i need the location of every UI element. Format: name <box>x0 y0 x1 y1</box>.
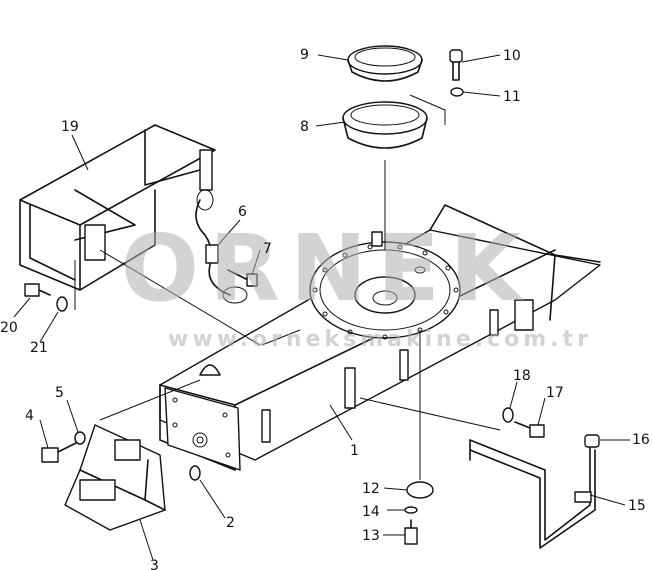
washer-14 <box>404 506 418 514</box>
cap-16 <box>584 434 600 448</box>
washer-21 <box>56 296 68 312</box>
bolt-20 <box>24 283 51 297</box>
ring-8 <box>342 101 428 149</box>
ring-9 <box>347 45 423 82</box>
watermark-brand: ORNEK <box>121 215 531 322</box>
cover-3 <box>64 424 166 531</box>
callout-16: 16 <box>632 432 650 448</box>
washer-5 <box>74 431 86 445</box>
callout-9: 9 <box>300 47 309 63</box>
callout-7: 7 <box>263 241 272 257</box>
callout-15: 15 <box>628 498 646 514</box>
callout-11: 11 <box>503 89 521 105</box>
handle-15 <box>469 439 596 549</box>
callout-14: 14 <box>362 504 380 520</box>
callout-2: 2 <box>226 515 235 531</box>
bolt-17 <box>514 421 545 438</box>
callout-6: 6 <box>238 204 247 220</box>
cable-6 <box>195 189 248 304</box>
callout-8: 8 <box>300 119 309 135</box>
callout-21: 21 <box>30 340 48 356</box>
callout-10: 10 <box>503 48 521 64</box>
leader-lines <box>13 54 630 561</box>
plug-2 <box>189 465 201 481</box>
washer-11 <box>450 87 464 97</box>
bolt-10 <box>449 49 463 81</box>
callout-3: 3 <box>150 558 159 570</box>
callout-20: 20 <box>0 320 18 336</box>
callout-1: 1 <box>350 443 359 459</box>
callout-19: 19 <box>61 119 79 135</box>
plate-12 <box>406 481 434 499</box>
callout-4: 4 <box>25 408 34 424</box>
bolt-4 <box>41 441 79 463</box>
callout-12: 12 <box>362 481 380 497</box>
main-frame <box>159 204 601 471</box>
watermark-url: www.orneksmakine.com.tr <box>168 327 592 352</box>
callout-17: 17 <box>546 385 564 401</box>
washer-18 <box>502 407 514 423</box>
callout-18: 18 <box>513 368 531 384</box>
callout-5: 5 <box>55 385 64 401</box>
bolt-13 <box>404 519 418 545</box>
rack-19 <box>19 124 216 291</box>
callout-13: 13 <box>362 528 380 544</box>
